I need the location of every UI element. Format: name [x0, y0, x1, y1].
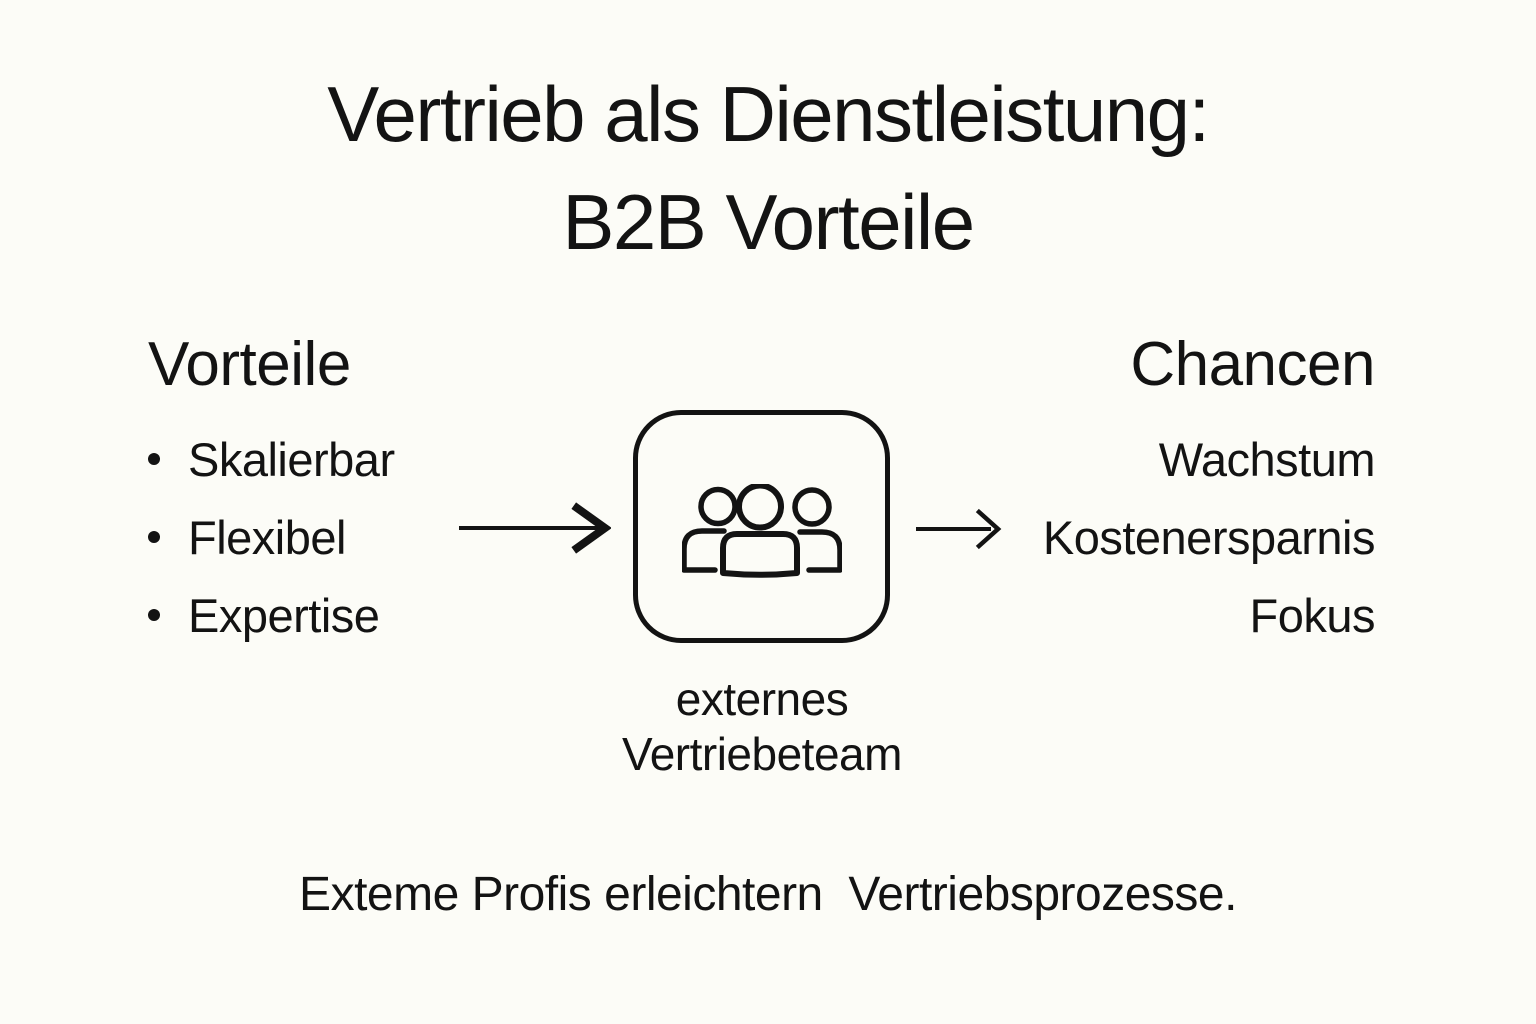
opportunity-label: Kostenersparnis	[1042, 510, 1376, 564]
benefits-heading: Vorteile	[148, 330, 351, 399]
bullet-dot	[148, 609, 160, 621]
benefits-list: Skalierbar Flexibel Expertise	[148, 420, 395, 654]
summary-text: Exteme Profis erleichtern Vertriebsproze…	[299, 868, 1237, 921]
opportunities-panel: Chancen Wachstum Kostenersparnis Fokus	[1042, 330, 1376, 654]
benefit-label: Flexibel	[188, 510, 346, 564]
opportunity-label: Fokus	[1249, 588, 1376, 642]
benefits-panel: Vorteile Skalierbar Flexibel Expertise	[148, 334, 395, 654]
list-item: Skalierbar	[148, 420, 395, 498]
list-item: Expertise	[148, 576, 395, 654]
list-item: Fokus	[1043, 576, 1376, 654]
page-title: Vertrieb als Dienstleistung: B2B Vorteil…	[327, 70, 1210, 266]
benefit-label: Expertise	[188, 588, 380, 642]
opportunities-heading: Chancen	[1130, 330, 1375, 399]
team-icon	[681, 483, 842, 578]
opportunity-label: Wachstum	[1158, 432, 1376, 486]
opportunities-list: Wachstum Kostenersparnis Fokus	[1042, 420, 1376, 654]
arrow-right-icon	[916, 508, 1002, 550]
bullet-dot	[148, 531, 160, 543]
list-item: Wachstum	[1043, 420, 1376, 498]
list-item: Flexibel	[148, 498, 395, 576]
team-box-label: externes Vertriebeteam	[622, 673, 902, 780]
benefit-label: Skalierbar	[188, 432, 395, 486]
external-sales-team-box	[633, 410, 890, 643]
bullet-dot	[148, 453, 160, 465]
list-item: Kostenersparnis	[1042, 498, 1376, 576]
arrow-right-icon	[459, 502, 611, 554]
